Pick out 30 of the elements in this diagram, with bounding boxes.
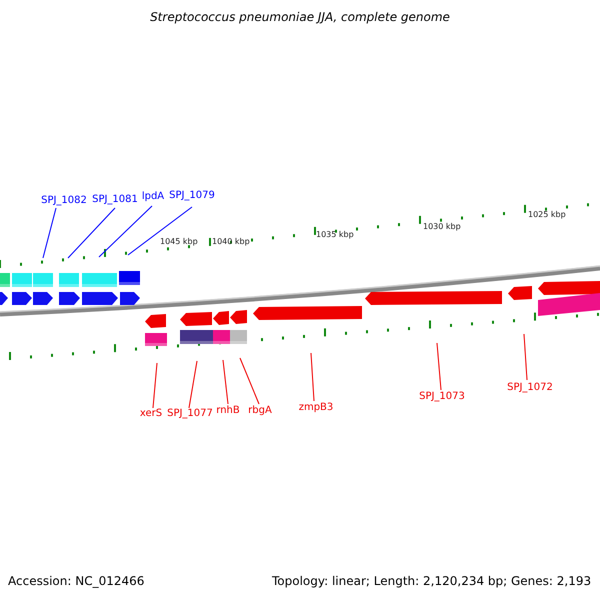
leader-line [524,334,528,380]
leader-line [310,352,314,402]
gene-label: xerS [140,408,162,420]
leader-line [240,358,260,404]
gene-label: rnhB [216,405,240,417]
leader-line [222,360,228,404]
gene-label: SPJ_1072 [507,382,553,394]
scale-label: 1040 kbp [212,236,250,248]
leader-line [42,208,56,258]
leader-line [152,362,158,408]
leader-line [68,208,116,258]
scale-label: 1045 kbp [160,236,198,248]
leader-line [98,206,152,258]
leader-line [128,206,192,256]
gene-label: SPJ_1079 [169,190,215,202]
gene-label: SPJ_1081 [92,194,138,206]
leader-line [436,342,442,390]
footer-text: Topology: linear; Length: 2,120,234 bp; Genes: 2,193 [272,575,592,587]
gene-label: rbgA [248,405,272,417]
gene-label: lpdA [142,191,164,203]
gene-label: SPJ_1073 [419,391,465,403]
gene-label: zmpB3 [298,402,334,414]
gene-label: SPJ_1077 [167,408,213,420]
scale-label: 1025 kbp [528,209,566,221]
title: Streptococcus pneumoniae JJA, complete genome [149,11,451,23]
gene-label: SPJ_1082 [41,195,87,207]
footer-text: Accession: NC_012466 [8,575,144,587]
leader-line [188,360,198,408]
scale-label: 1030 kbp [423,221,461,233]
scale-label: 1035 kbp [316,229,354,241]
